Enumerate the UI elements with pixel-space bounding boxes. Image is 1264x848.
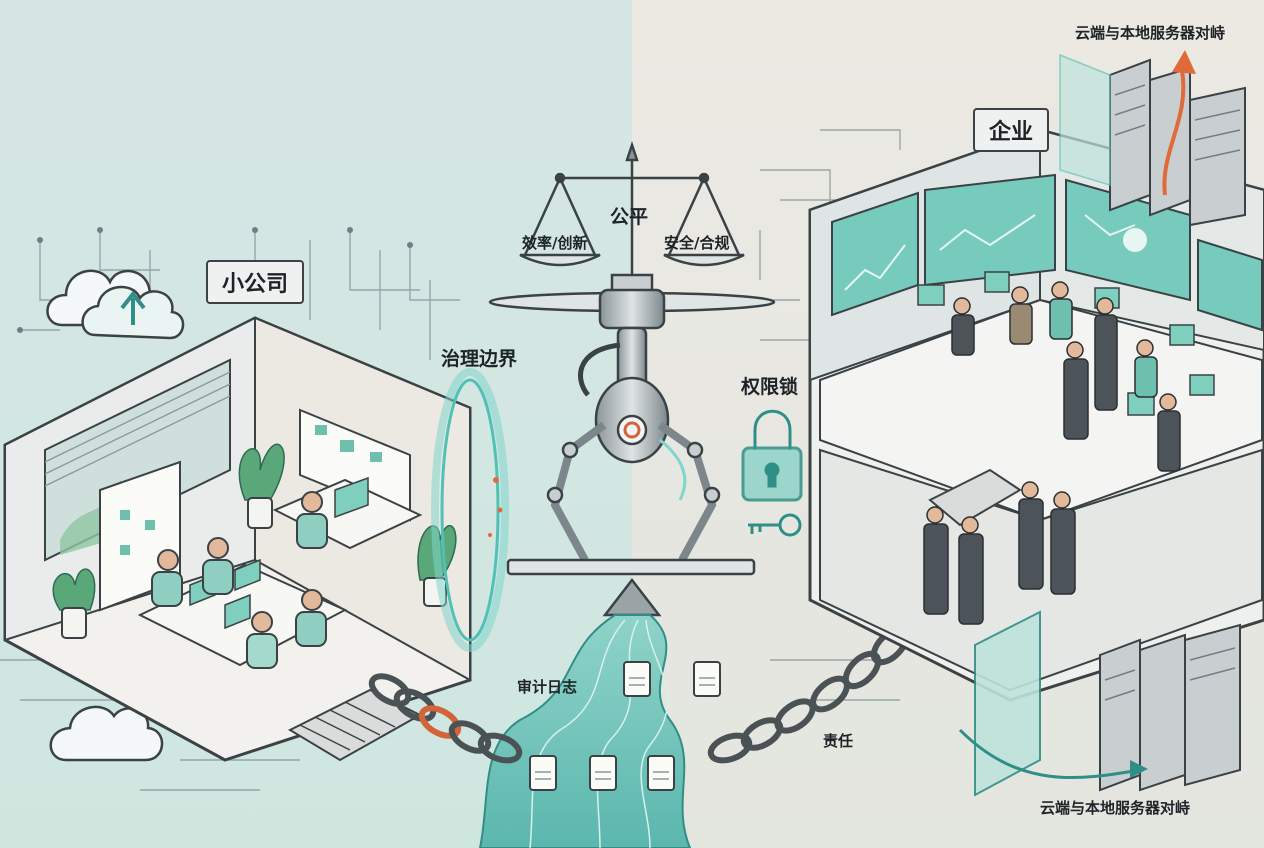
audit-log-label: 审计日志	[517, 678, 578, 696]
balance-scale-icon	[519, 141, 745, 295]
efficiency-innovation-label: 效率/创新	[522, 234, 588, 252]
chain-icon	[368, 626, 910, 764]
fairness-label: 公平	[610, 206, 649, 228]
portal-ring-icon	[431, 368, 509, 652]
document-icon	[529, 661, 721, 791]
circuit-dots-left	[17, 227, 413, 333]
data-panel	[1059, 53, 1111, 187]
responsibility-label: 责任	[823, 732, 854, 750]
cloud-upload-icon	[46, 269, 185, 340]
security-compliance-label: 安全/合规	[664, 234, 730, 252]
enterprise-label: 企业	[973, 108, 1050, 152]
balance-beam	[506, 558, 756, 617]
permission-lock-label: 权限锁	[741, 376, 799, 398]
small-company-label: 小公司	[206, 260, 305, 304]
upward-arrow	[1162, 50, 1196, 196]
cloud-vs-local-top-label: 云端与本地服务器对峙	[1075, 24, 1226, 42]
robot-claw-icon	[488, 288, 776, 562]
governance-boundary-label: 治理边界	[441, 348, 518, 370]
enterprise-building	[808, 128, 1264, 797]
cloud-server-arrow	[958, 728, 1148, 780]
cloud-vs-local-bottom-label: 云端与本地服务器对峙	[1040, 799, 1191, 817]
small-office-room	[3, 316, 472, 762]
server-rack-icon	[1099, 58, 1246, 792]
cloud-icon	[49, 705, 164, 762]
key-icon	[748, 513, 802, 537]
